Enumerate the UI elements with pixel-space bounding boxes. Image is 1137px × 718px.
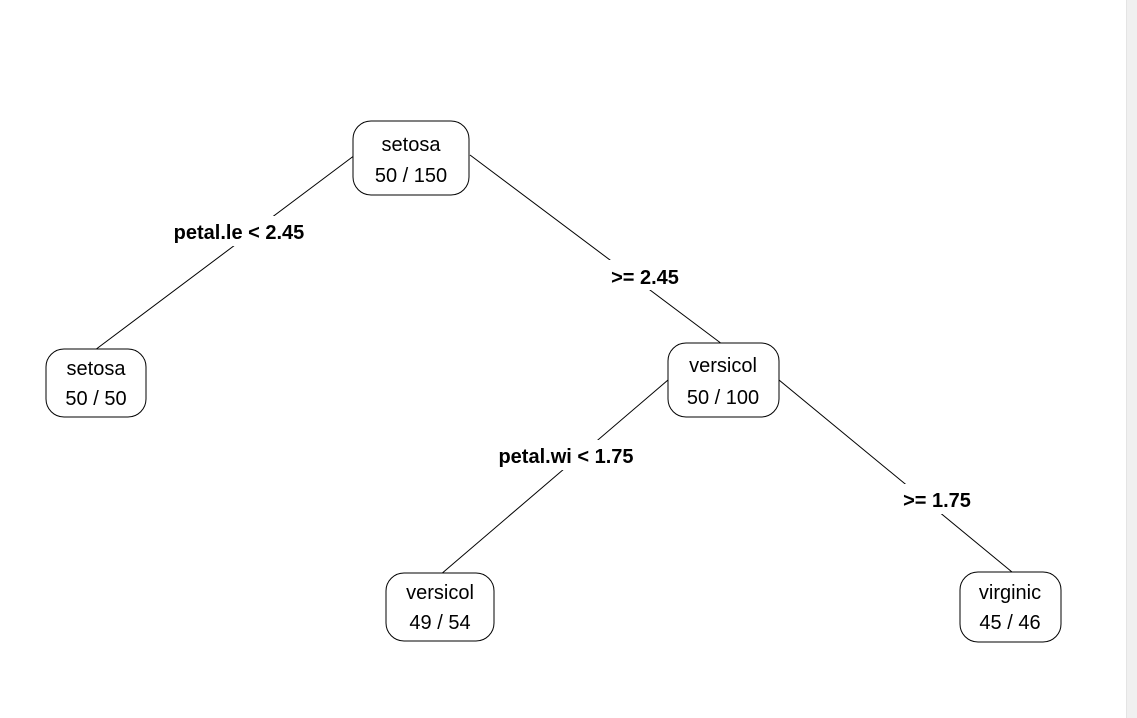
node-class-label: versicol bbox=[406, 582, 474, 604]
tree-node-left-leaf: setosa 50 / 50 bbox=[45, 348, 147, 418]
window-scrollbar-edge bbox=[1126, 0, 1137, 718]
edge-internal-right: >= 1.75 bbox=[778, 379, 1013, 573]
node-count: 45 / 46 bbox=[979, 612, 1040, 634]
edge-line bbox=[94, 154, 356, 351]
edge-line bbox=[439, 379, 669, 576]
edge-label-background bbox=[474, 440, 658, 470]
node-count: 50 / 150 bbox=[375, 165, 447, 187]
node-box bbox=[667, 342, 780, 418]
tree-node-right-internal: versicol 50 / 100 bbox=[667, 342, 780, 418]
edge-label: petal.le < 2.45 bbox=[174, 222, 305, 244]
node-box bbox=[959, 571, 1062, 643]
edge-label: >= 2.45 bbox=[611, 267, 679, 289]
edge-label-background bbox=[598, 260, 694, 290]
node-class-label: versicol bbox=[689, 355, 757, 377]
node-class-label: virginic bbox=[979, 582, 1041, 604]
edge-label: >= 1.75 bbox=[903, 490, 971, 512]
tree-node-root: setosa 50 / 150 bbox=[352, 120, 470, 196]
tree-node-virginic-leaf: virginic 45 / 46 bbox=[959, 571, 1062, 643]
node-count: 50 / 50 bbox=[65, 388, 126, 410]
node-count: 50 / 100 bbox=[687, 387, 759, 409]
edge-label: petal.wi < 1.75 bbox=[498, 446, 633, 468]
edge-root-left: petal.le < 2.45 bbox=[94, 154, 356, 351]
node-count: 49 / 54 bbox=[409, 612, 470, 634]
node-box bbox=[385, 572, 495, 642]
tree-node-versicol-leaf: versicol 49 / 54 bbox=[385, 572, 495, 642]
edge-line bbox=[469, 154, 723, 345]
node-class-label: setosa bbox=[382, 134, 442, 156]
edge-label-background bbox=[150, 216, 328, 246]
node-class-label: setosa bbox=[67, 358, 127, 380]
edge-root-right: >= 2.45 bbox=[469, 154, 723, 345]
node-box bbox=[45, 348, 147, 418]
edge-internal-left: petal.wi < 1.75 bbox=[439, 379, 669, 576]
edge-label-background bbox=[890, 484, 986, 514]
node-box bbox=[352, 120, 470, 196]
edge-line bbox=[778, 379, 1013, 573]
